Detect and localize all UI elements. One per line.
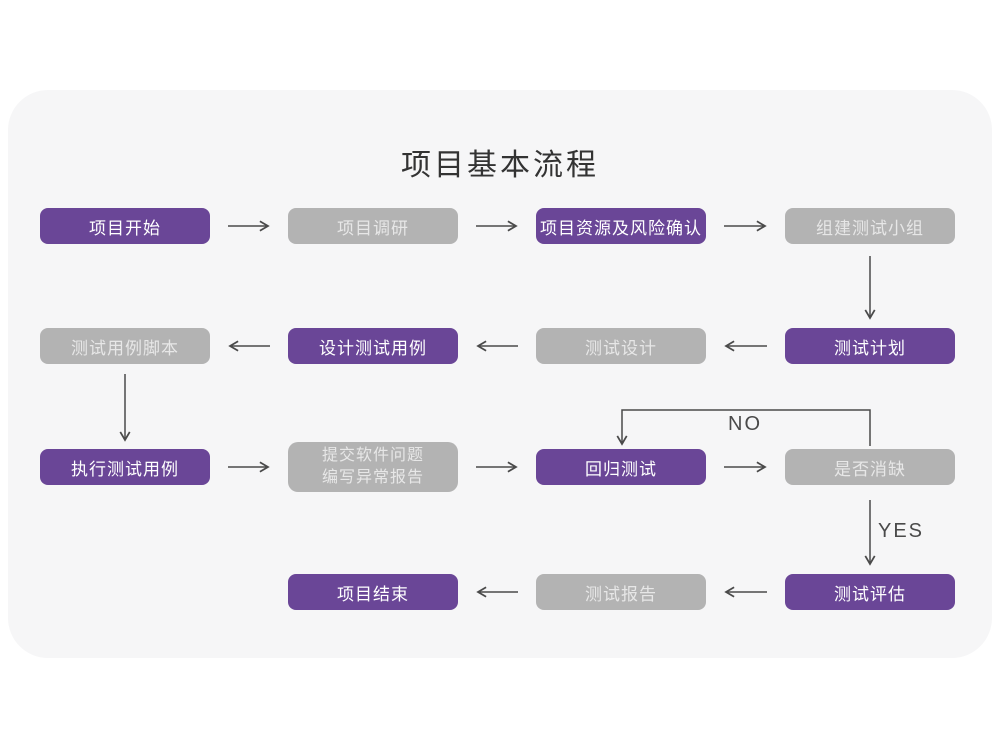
node-test-evaluation: 测试评估 xyxy=(785,574,955,610)
node-test-design: 测试设计 xyxy=(536,328,706,364)
node-label: 测试计划 xyxy=(834,338,906,358)
branch-label-no: NO xyxy=(728,413,762,435)
node-label: 测试报告 xyxy=(585,584,657,604)
node-label: 回归测试 xyxy=(585,459,657,479)
node-label: 项目结束 xyxy=(337,584,409,604)
node-project-research: 项目调研 xyxy=(288,208,458,244)
page-title: 项目基本流程 xyxy=(401,149,599,182)
node-design-test-cases: 设计测试用例 xyxy=(288,328,458,364)
node-project-start: 项目开始 xyxy=(40,208,210,244)
branch-label-yes: YES xyxy=(878,520,925,542)
node-resource-risk-confirm: 项目资源及风险确认 xyxy=(536,208,706,244)
node-label: 测试用例脚本 xyxy=(71,338,179,358)
node-label: 测试设计 xyxy=(585,338,657,358)
node-test-report: 测试报告 xyxy=(536,574,706,610)
node-label: 组建测试小组 xyxy=(816,218,924,238)
node-label: 项目开始 xyxy=(89,218,161,238)
node-execute-test-cases: 执行测试用例 xyxy=(40,449,210,485)
node-label: 是否消缺 xyxy=(834,459,906,479)
node-label-line1: 提交软件问题 xyxy=(321,447,424,465)
node-defect-cleared-decision: 是否消缺 xyxy=(785,449,955,485)
node-label: 执行测试用例 xyxy=(71,459,179,479)
node-label-line2: 编写异常报告 xyxy=(321,469,424,486)
node-submit-issues-report: 提交软件问题 编写异常报告 xyxy=(288,442,458,492)
node-label: 测试评估 xyxy=(834,584,906,604)
node-label: 设计测试用例 xyxy=(319,338,427,358)
node-test-plan: 测试计划 xyxy=(785,328,955,364)
node-project-end: 项目结束 xyxy=(288,574,458,610)
node-regression-test: 回归测试 xyxy=(536,449,706,485)
node-form-test-team: 组建测试小组 xyxy=(785,208,955,244)
node-label: 项目调研 xyxy=(337,218,409,238)
flowchart-card xyxy=(8,90,992,658)
node-label: 项目资源及风险确认 xyxy=(540,218,702,238)
node-test-case-script: 测试用例脚本 xyxy=(40,328,210,364)
